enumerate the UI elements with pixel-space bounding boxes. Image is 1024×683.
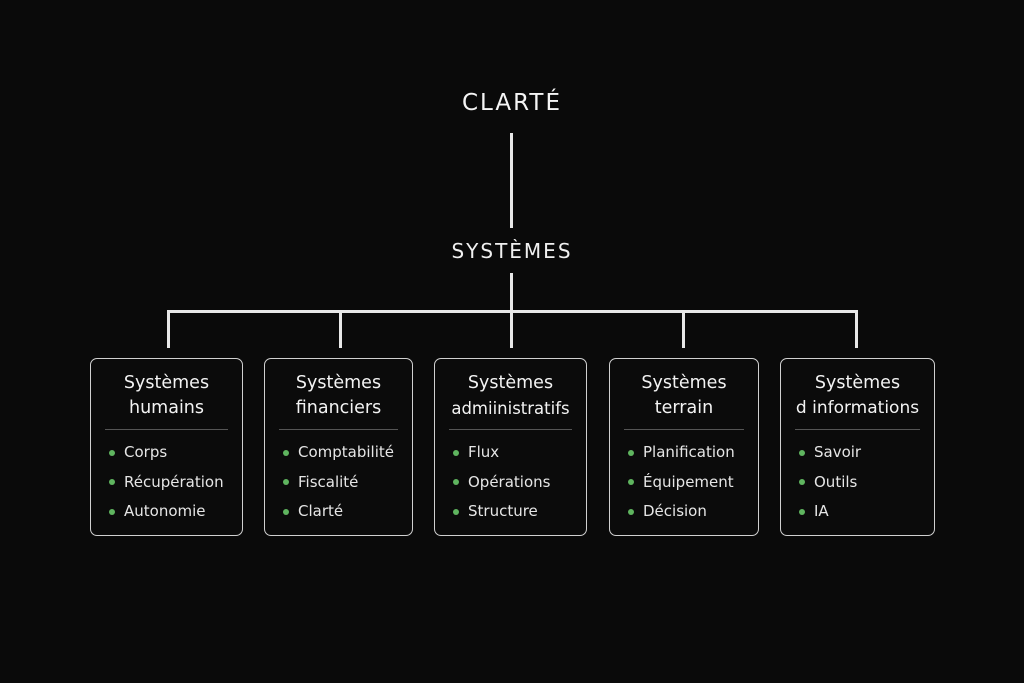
box-systemes-humains: Systèmes humains Corps Récupération Auto… xyxy=(90,358,243,536)
bullet-icon xyxy=(799,449,805,456)
box-title-line2: financiers xyxy=(295,398,382,418)
bullet-icon xyxy=(799,508,805,515)
box-item-list: Flux Opérations Structure xyxy=(435,438,586,527)
list-item: Savoir xyxy=(799,438,934,468)
box-item-list: Planification Équipement Décision xyxy=(610,438,758,527)
connector-root-to-systemes xyxy=(510,133,513,228)
bullet-icon xyxy=(799,479,805,486)
list-item: Planification xyxy=(628,438,758,468)
bullet-icon xyxy=(109,479,115,486)
list-item-label: Autonomie xyxy=(124,502,206,520)
list-item-label: Fiscalité xyxy=(298,472,359,491)
list-item-label: IA xyxy=(814,502,829,520)
bullet-icon xyxy=(283,508,289,515)
list-item: Opérations xyxy=(453,468,586,498)
list-item: Comptabilité xyxy=(283,438,412,468)
box-title: Systèmes terrain xyxy=(610,371,758,421)
list-item: Décision xyxy=(628,497,758,527)
box-title: Systèmes humains xyxy=(91,371,242,421)
box-title-line1: Systèmes xyxy=(295,373,382,393)
connector-drop-humains xyxy=(167,310,170,348)
box-systemes-informations: Systèmes d informations Savoir Outils IA xyxy=(780,358,935,536)
box-title: Systèmes d informations xyxy=(781,371,934,421)
bullet-icon xyxy=(453,479,459,486)
list-item: Autonomie xyxy=(109,497,242,527)
list-item-label: Corps xyxy=(124,443,168,461)
list-item-label: Flux xyxy=(468,443,500,461)
connector-systemes-to-bus xyxy=(510,273,513,313)
list-item: Flux xyxy=(453,438,586,468)
list-item: Équipement xyxy=(628,468,758,498)
box-title-line2: humains xyxy=(128,398,205,418)
bullet-icon xyxy=(628,449,634,456)
list-item-label: Planification xyxy=(643,443,735,461)
bullet-icon xyxy=(453,508,459,515)
connector-drop-financiers xyxy=(339,310,342,348)
box-title: Systèmes financiers xyxy=(265,371,412,421)
bullet-icon xyxy=(628,479,634,486)
list-item: Clarté xyxy=(283,497,412,527)
box-systemes-terrain: Systèmes terrain Planification Équipemen… xyxy=(609,358,759,536)
connector-drop-administratifs xyxy=(510,310,513,348)
list-item-label: Décision xyxy=(643,502,707,520)
list-item-label: Savoir xyxy=(814,443,862,461)
root-node-title: CLARTÉ xyxy=(461,90,563,116)
box-divider xyxy=(279,429,398,430)
list-item: IA xyxy=(799,497,934,527)
list-item-label: Clarté xyxy=(298,502,344,520)
bullet-icon xyxy=(109,449,115,456)
list-item-label: Outils xyxy=(814,472,858,491)
bullet-icon xyxy=(109,508,115,515)
box-systemes-administratifs: Systèmes admiinistratifs Flux Opérations… xyxy=(434,358,587,536)
list-item-label: Équipement xyxy=(643,472,734,491)
box-title-line1: Systèmes xyxy=(467,373,554,393)
box-title-line1: Systèmes xyxy=(123,373,210,393)
bullet-icon xyxy=(453,449,459,456)
box-title-line2: d informations xyxy=(795,398,920,418)
box-item-list: Corps Récupération Autonomie xyxy=(91,438,242,527)
systemes-node-title: SYSTÈMES xyxy=(451,239,573,263)
box-title-line2: terrain xyxy=(654,398,714,418)
box-divider xyxy=(624,429,744,430)
list-item: Fiscalité xyxy=(283,468,412,498)
box-item-list: Savoir Outils IA xyxy=(781,438,934,527)
bullet-icon xyxy=(283,479,289,486)
box-divider xyxy=(449,429,572,430)
connector-drop-informations xyxy=(855,310,858,348)
list-item: Structure xyxy=(453,497,586,527)
list-item: Corps xyxy=(109,438,242,468)
list-item-label: Récupération xyxy=(124,472,224,491)
list-item-label: Comptabilité xyxy=(298,443,394,461)
box-title: Systèmes admiinistratifs xyxy=(435,371,586,421)
box-divider xyxy=(795,429,920,430)
box-title-line2: admiinistratifs xyxy=(451,399,570,418)
bullet-icon xyxy=(283,449,289,456)
bullet-icon xyxy=(628,508,634,515)
box-divider xyxy=(105,429,228,430)
connector-drop-terrain xyxy=(682,310,685,348)
list-item-label: Structure xyxy=(468,502,538,520)
box-item-list: Comptabilité Fiscalité Clarté xyxy=(265,438,412,527)
box-title-line1: Systèmes xyxy=(641,373,727,393)
box-title-line1: Systèmes xyxy=(814,373,901,393)
list-item-label: Opérations xyxy=(468,472,551,491)
list-item: Outils xyxy=(799,468,934,498)
box-systemes-financiers: Systèmes financiers Comptabilité Fiscali… xyxy=(264,358,413,536)
list-item: Récupération xyxy=(109,468,242,498)
